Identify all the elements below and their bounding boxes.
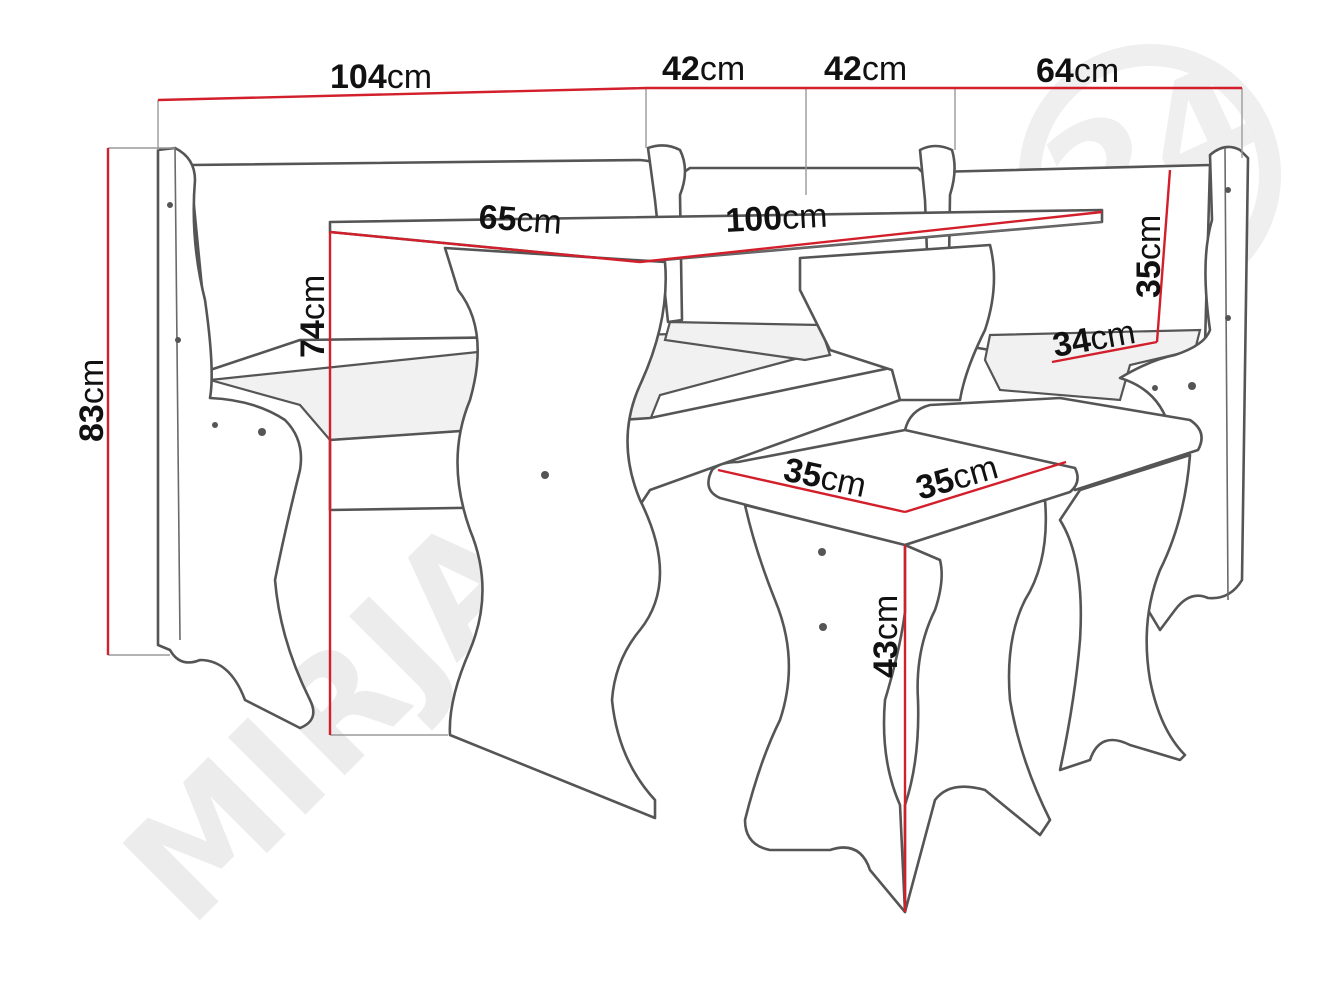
bench-hole xyxy=(258,428,266,436)
label-table-length: 100cm xyxy=(724,197,828,240)
bench-hole xyxy=(212,422,218,428)
label-corner-a-width: 42cm xyxy=(662,50,745,88)
bench-hole xyxy=(1225,315,1231,321)
dim-line-35-back xyxy=(1155,169,1172,343)
stool-front-leg-left xyxy=(743,503,907,914)
label-stool-height: 43cm xyxy=(867,595,905,678)
label-stool-depth: 35cm xyxy=(780,451,869,505)
stool-front-leg-right xyxy=(903,498,1052,914)
stool-hole xyxy=(819,623,827,631)
label-bench-height: 83cm xyxy=(73,359,111,442)
label-bench-long-width: 104cm xyxy=(330,58,432,96)
table xyxy=(328,208,1104,820)
bench-hole xyxy=(167,202,173,208)
bench-hole xyxy=(1188,382,1196,390)
bench-seat-short xyxy=(983,328,1202,402)
stool-hole xyxy=(818,548,826,556)
dim-line-35-stool-depth xyxy=(717,468,906,514)
table-leg-front xyxy=(443,246,667,820)
label-backrest-height: 35cm xyxy=(1130,215,1168,298)
dimension-lines xyxy=(106,86,1242,912)
dim-line-104 xyxy=(157,86,647,102)
stool-front-seat xyxy=(707,428,1079,547)
bench-left-end-panel xyxy=(156,146,315,730)
bench-hole xyxy=(1152,385,1158,391)
dim-line-35-stool-width xyxy=(904,460,1067,514)
label-bench-short-width: 64cm xyxy=(1036,52,1119,90)
stool-rear-seat xyxy=(903,396,1203,492)
bench-seat-corner xyxy=(663,320,832,362)
stool-rear xyxy=(903,396,1203,772)
bench-hole xyxy=(1225,187,1231,193)
bench-right-panel-edge xyxy=(1224,147,1229,601)
table-hole xyxy=(541,471,549,479)
label-seat-depth: 34cm xyxy=(1050,313,1138,365)
extension-lines xyxy=(108,88,1243,736)
bench-left-panel-edge xyxy=(174,147,181,641)
label-table-depth: 65cm xyxy=(477,198,563,242)
table-leg-rear xyxy=(798,243,996,402)
stool-front xyxy=(707,428,1079,914)
dim-line-65 xyxy=(329,230,641,264)
label-corner-b-width: 42cm xyxy=(824,50,907,88)
label-table-height: 74cm xyxy=(294,275,332,358)
bench-hole xyxy=(175,337,181,343)
dim-line-100 xyxy=(639,210,1103,264)
stool-rear-leg xyxy=(1058,453,1192,772)
dim-line-34 xyxy=(1051,340,1158,364)
dimension-labels: 104cm 42cm 42cm 64cm 83cm 65cm 100cm 74c… xyxy=(73,50,1168,678)
